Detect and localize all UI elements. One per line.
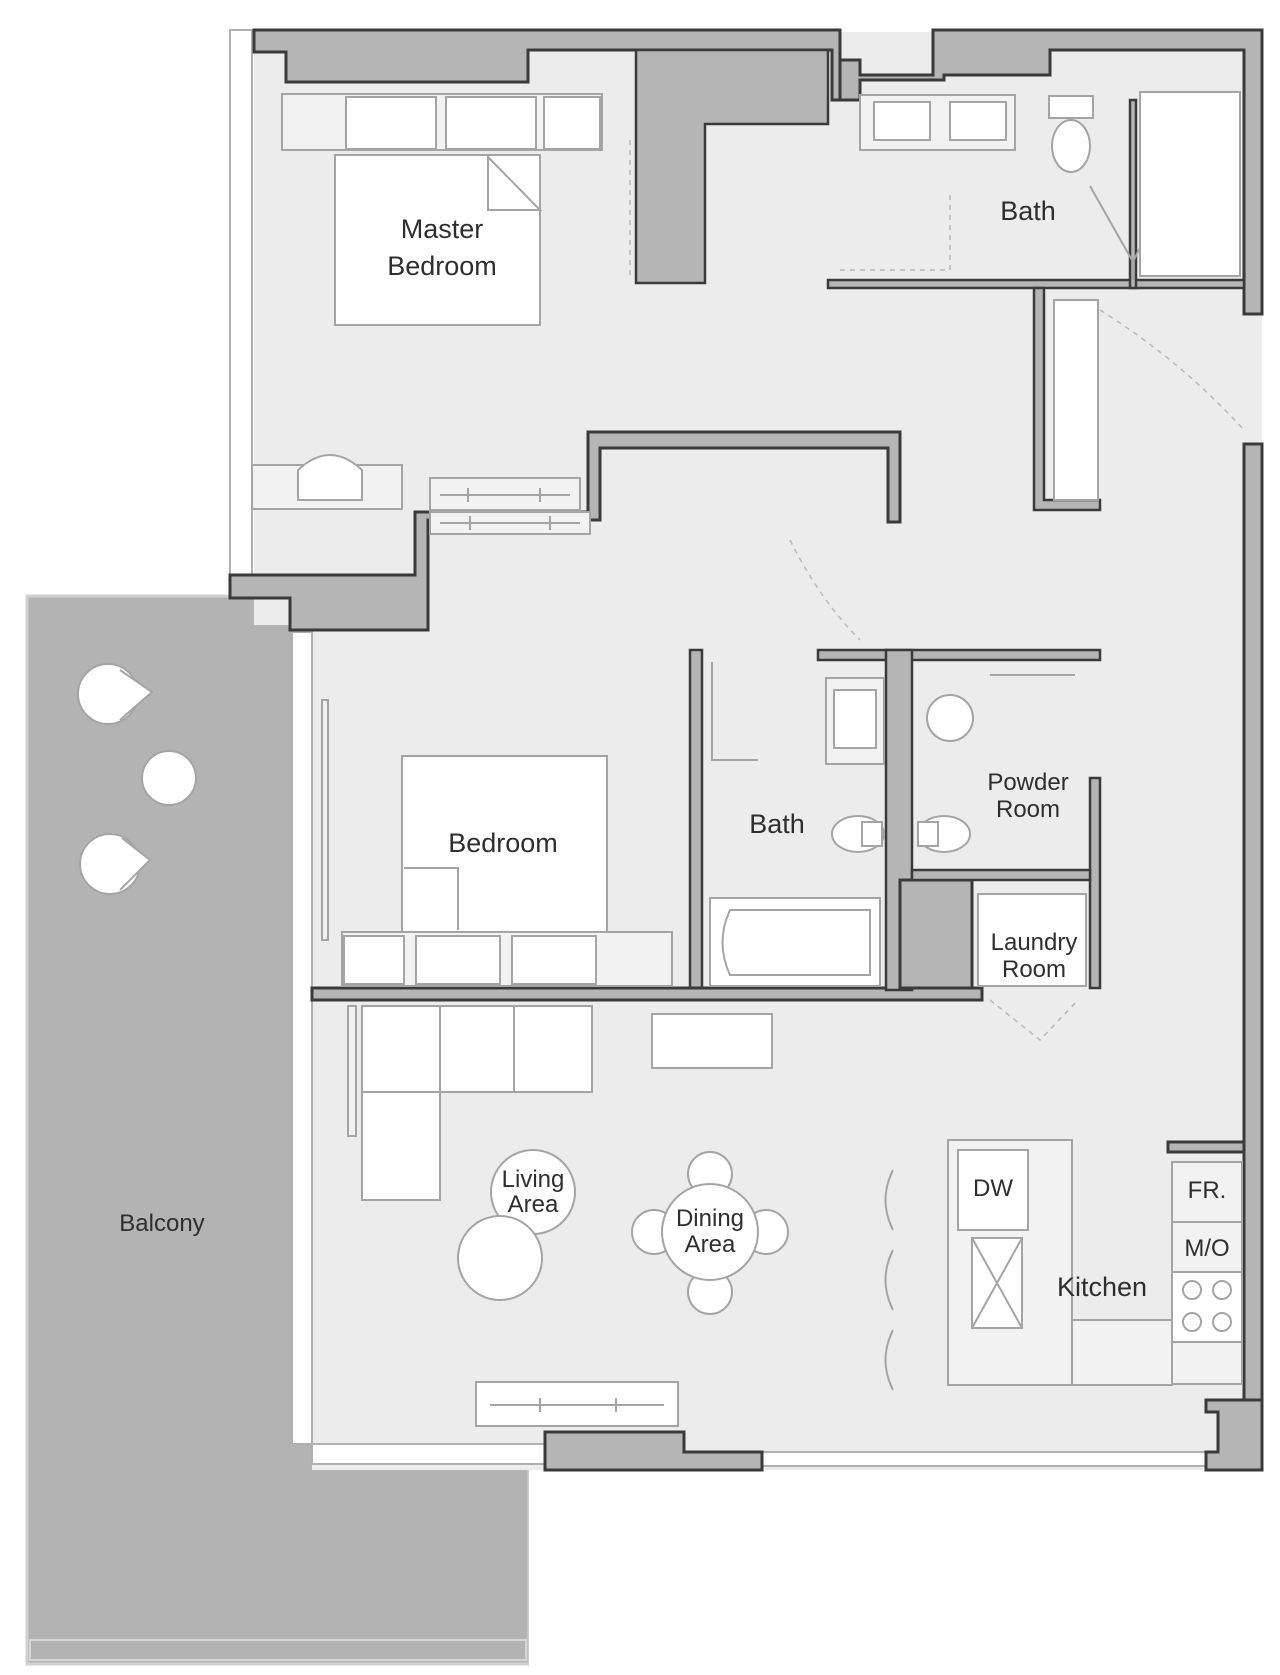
floor-upper — [254, 32, 1262, 1470]
master-nightstand-right — [543, 96, 601, 150]
balcony-chair-bottom — [79, 833, 152, 895]
upper-bath-dashed — [840, 190, 951, 271]
bedroom-label: Bedroom — [448, 828, 558, 858]
bedroom-nightstand-right — [511, 935, 597, 985]
kitchen-label: Kitchen — [1057, 1272, 1147, 1302]
kitchen-fridge-label: FR. — [1188, 1177, 1227, 1204]
balcony-label: Balcony — [119, 1210, 204, 1237]
powder-room-label-1: Powder — [987, 769, 1068, 796]
entry-door-swing — [1099, 309, 1245, 431]
middle-bath-sink — [833, 689, 877, 749]
kitchen-bar-stools — [884, 1169, 894, 1391]
bedroom-bed-fold — [404, 867, 459, 930]
living-area-label-1: Living — [502, 1166, 565, 1193]
balcony-railing — [29, 1639, 527, 1661]
upper-bath-sink-left — [873, 101, 931, 141]
master-bedroom-label-2: Bedroom — [387, 251, 497, 281]
bedroom-nightstand-center — [415, 935, 501, 985]
master-dresser-line — [440, 488, 570, 502]
master-bed-fold — [487, 154, 543, 211]
kitchen-counter-right — [1071, 1319, 1173, 1386]
window-bottom-kitchen — [761, 1451, 1208, 1467]
laundry-room-closet — [977, 893, 1087, 987]
wall-bottom-living — [543, 1430, 764, 1472]
hall-door-swing — [789, 539, 861, 641]
middle-bath-tub — [709, 897, 881, 987]
wall-powder-laundry — [910, 868, 1092, 882]
laundry-room-label-1: Laundry — [991, 929, 1078, 956]
master-closet-rail-line — [440, 516, 580, 530]
powder-room-label-2: Room — [996, 796, 1060, 823]
window-bottom-living — [311, 1443, 553, 1465]
dining-area-label-2: Area — [685, 1231, 736, 1258]
bedroom-bed — [401, 755, 608, 935]
kitchen-dishwasher-label: DW — [973, 1175, 1013, 1202]
bedroom-wardrobe — [321, 699, 329, 941]
upper-bath-label: Bath — [1000, 196, 1056, 226]
living-coffee-table-bottom — [457, 1215, 543, 1301]
bedroom-nightstand-left — [343, 935, 405, 985]
living-area-label-2: Area — [508, 1191, 559, 1218]
wall-right-notch — [1166, 1140, 1246, 1154]
living-sofa-cushions — [439, 1006, 515, 1092]
kitchen-sink-cross — [971, 1237, 1023, 1329]
dining-table — [661, 1183, 759, 1281]
middle-bath-door-swing — [711, 662, 758, 761]
master-desk-chair — [297, 454, 363, 501]
dining-area-label-1: Dining — [676, 1205, 744, 1232]
living-tv-console-line — [490, 1398, 664, 1412]
master-closet-shelf — [1053, 299, 1099, 501]
middle-bath-toilet — [831, 815, 885, 853]
master-nightstand-left — [345, 96, 437, 150]
wall-bath-powder — [816, 648, 1102, 662]
wall-bedroom-bottom — [310, 986, 984, 1002]
upper-bath-shower — [1139, 91, 1241, 277]
living-media-console — [651, 1013, 773, 1069]
wall-bedroom-bath — [688, 648, 704, 992]
kitchen-microwave-label: M/O — [1184, 1235, 1229, 1262]
window-left-living — [291, 631, 313, 1445]
window-left-master — [229, 29, 253, 576]
kitchen-microwave — [1171, 1221, 1243, 1273]
wall-master-closet — [634, 48, 830, 285]
master-bed — [334, 154, 541, 326]
wall-bath-bottom — [826, 278, 1246, 290]
living-sofa-chaise — [361, 1091, 441, 1201]
kitchen-cooktop-burners — [1182, 1280, 1232, 1332]
kitchen-dishwasher — [957, 1149, 1029, 1231]
wall-bottom-right — [1204, 1398, 1264, 1472]
middle-bath-label: Bath — [749, 809, 805, 839]
wall-top-bath — [838, 28, 1264, 316]
kitchen-counter-run — [1171, 1341, 1243, 1385]
laundry-door-swing — [989, 999, 1079, 1042]
balcony-table — [141, 750, 197, 806]
wall-hall-closet — [1032, 286, 1102, 512]
powder-room-toilet — [917, 815, 971, 853]
wall-right — [1242, 442, 1264, 1472]
kitchen-fridge — [1171, 1161, 1243, 1223]
wall-powder-right — [1088, 776, 1102, 990]
balcony-chair-top — [77, 663, 154, 725]
upper-bath-sink-right — [949, 101, 1007, 141]
master-nightstand-center — [445, 96, 537, 150]
wall-laundry-block — [898, 878, 974, 990]
wall-shower-divider — [1128, 98, 1138, 290]
master-bedroom-label-1: Master — [401, 214, 484, 244]
laundry-room-label-2: Room — [1002, 956, 1066, 983]
living-side-panel — [347, 1005, 357, 1137]
middle-bath-tub-inner — [721, 909, 871, 976]
floor-balcony-gap — [529, 1470, 1262, 1675]
upper-bath-toilet — [1048, 95, 1094, 173]
powder-room-sink — [926, 694, 974, 742]
living-sofa — [361, 1005, 593, 1093]
kitchen-cooktop — [1171, 1271, 1243, 1343]
